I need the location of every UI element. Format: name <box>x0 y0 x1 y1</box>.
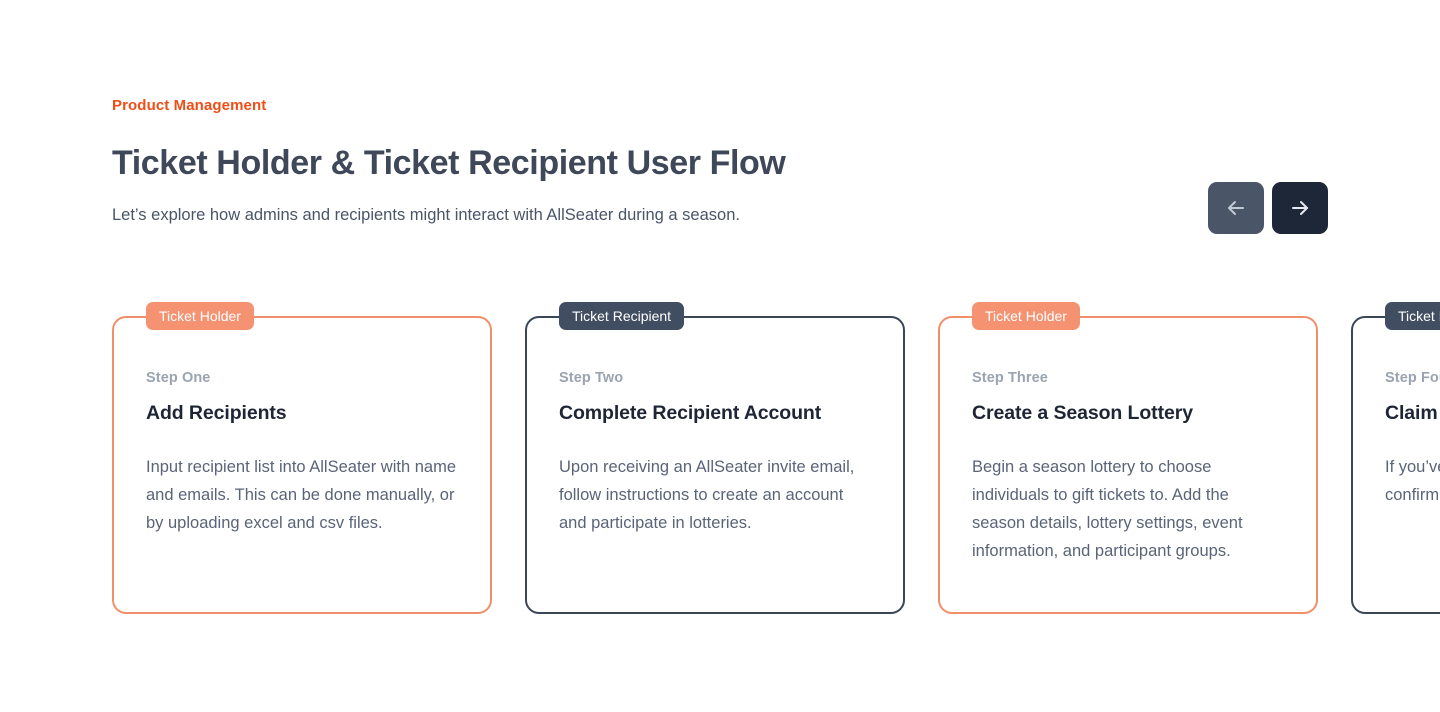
step-card[interactable]: Ticket Holder Step Three Create a Season… <box>938 302 1318 614</box>
step-description: Begin a season lottery to choose individ… <box>972 458 1243 560</box>
role-badge: Ticket Recipient <box>1385 302 1440 330</box>
step-title: Claim Tickets <box>1385 402 1440 424</box>
step-card[interactable]: Ticket Recipient Step Two Complete Recip… <box>525 302 905 614</box>
step-title: Create a Season Lottery <box>972 402 1193 424</box>
role-badge: Ticket Holder <box>972 302 1080 330</box>
page-subtitle: Let’s explore how admins and recipients … <box>112 206 740 224</box>
step-card[interactable]: Ticket Holder Step One Add Recipients In… <box>112 302 492 614</box>
step-label: Step One <box>146 370 211 386</box>
step-label: Step Two <box>559 370 624 386</box>
page-title: Ticket Holder & Ticket Recipient User Fl… <box>112 144 786 182</box>
carousel-prev-button[interactable] <box>1208 182 1264 234</box>
arrow-right-icon <box>1288 196 1312 220</box>
step-description: If you’ve won tickets, participate in co… <box>1385 458 1440 504</box>
step-label: Step Three <box>972 370 1048 386</box>
role-badge: Ticket Recipient <box>559 302 685 330</box>
step-description: Upon receiving an AllSeater invite email… <box>559 458 855 532</box>
step-description: Input recipient list into AllSeater with… <box>146 458 456 532</box>
steps-carousel[interactable]: Ticket Holder Step One Add Recipients In… <box>112 302 1440 614</box>
carousel-next-button[interactable] <box>1272 182 1328 234</box>
step-label: Step Four <box>1385 370 1440 386</box>
step-title: Add Recipients <box>146 402 287 424</box>
role-badge: Ticket Holder <box>146 302 254 330</box>
category-eyebrow: Product Management <box>112 97 267 114</box>
page-header: Product Management Ticket Holder & Ticke… <box>112 96 1328 227</box>
arrow-left-icon <box>1224 196 1248 220</box>
step-title: Complete Recipient Account <box>559 402 822 424</box>
step-card[interactable]: Ticket Recipient Step Four Claim Tickets… <box>1351 302 1440 614</box>
carousel-nav <box>1208 182 1328 234</box>
